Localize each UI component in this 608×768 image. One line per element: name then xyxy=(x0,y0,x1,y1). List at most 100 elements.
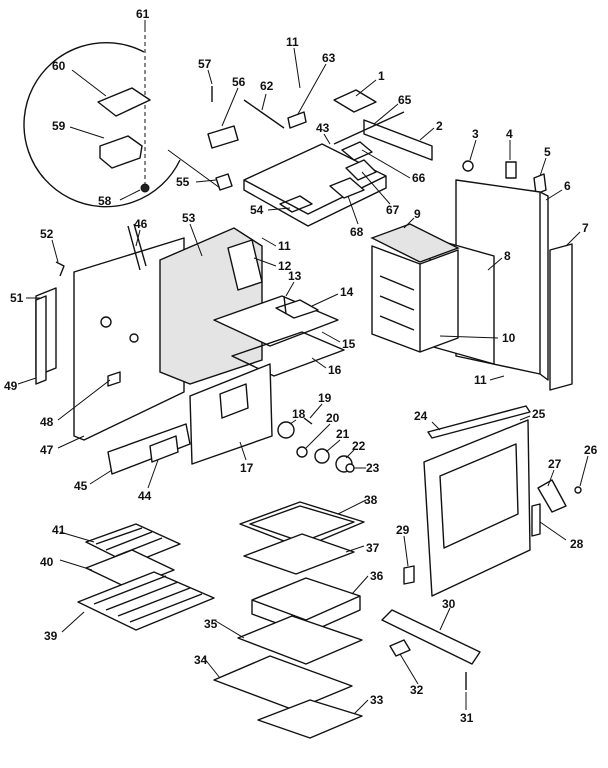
part-62-rod xyxy=(243,99,285,129)
part-17-detail xyxy=(219,383,249,419)
callout-62: 62 xyxy=(260,79,274,93)
callout-48: 48 xyxy=(40,415,54,429)
leader-57 xyxy=(207,69,213,85)
callout-44: 44 xyxy=(138,489,152,503)
leader-54 xyxy=(267,207,291,211)
callout-11a: 11 xyxy=(286,35,299,49)
callout-9: 9 xyxy=(414,207,421,221)
callout-17: 17 xyxy=(240,461,254,475)
part-39-rack xyxy=(77,571,215,631)
leader-30 xyxy=(439,607,451,631)
leader-5 xyxy=(539,157,547,177)
callout-54: 54 xyxy=(250,203,264,217)
leader-40 xyxy=(59,559,93,571)
callout-28: 28 xyxy=(570,537,584,551)
callout-45: 45 xyxy=(74,479,88,493)
callout-65: 65 xyxy=(398,93,412,107)
callout-67: 67 xyxy=(386,203,400,217)
part-44-bracket xyxy=(149,435,179,463)
leader-16 xyxy=(311,357,327,369)
part-55-clip xyxy=(215,173,233,191)
callout-37: 37 xyxy=(366,541,380,555)
callout-35: 35 xyxy=(204,617,218,631)
part-39-bars xyxy=(93,575,203,623)
callout-14: 14 xyxy=(340,285,354,299)
part-9-insulation xyxy=(370,223,460,263)
callout-66: 66 xyxy=(412,171,426,185)
callout-7: 7 xyxy=(582,221,589,235)
callout-33: 33 xyxy=(370,693,384,707)
callout-19: 19 xyxy=(318,391,332,405)
part-34-shield xyxy=(213,655,353,711)
part-27-hinge xyxy=(537,479,567,513)
callout-16: 16 xyxy=(328,363,342,377)
callout-59: 59 xyxy=(52,119,66,133)
part-67-bracket xyxy=(345,159,377,181)
leader-25 xyxy=(519,415,531,421)
leader-27 xyxy=(547,469,555,487)
part-65-rod xyxy=(333,111,405,145)
callout-4: 4 xyxy=(506,127,513,141)
callout-21: 21 xyxy=(336,427,350,441)
part-56-bracket xyxy=(207,125,239,149)
leader-58 xyxy=(119,189,141,201)
part-46-wires xyxy=(127,223,147,271)
callout-58: 58 xyxy=(98,194,112,208)
callout-52: 52 xyxy=(40,227,54,241)
callout-23: 23 xyxy=(366,461,380,475)
callout-39: 39 xyxy=(44,629,58,643)
leader-6 xyxy=(545,189,563,201)
callout-40: 40 xyxy=(40,555,54,569)
part-30-strip xyxy=(381,609,481,665)
callout-18: 18 xyxy=(292,407,306,421)
callout-47: 47 xyxy=(40,443,54,457)
part-6-flange xyxy=(539,191,549,381)
part-1-plate xyxy=(333,89,377,113)
callout-53: 53 xyxy=(182,211,196,225)
part-33-bottom xyxy=(257,699,363,739)
leader-49 xyxy=(17,377,37,385)
leader-1 xyxy=(355,79,377,97)
callout-15: 15 xyxy=(342,337,356,351)
leader-67 xyxy=(361,171,391,205)
part-38-pan xyxy=(239,501,365,549)
leader-24 xyxy=(431,421,441,431)
leader-19 xyxy=(309,403,323,419)
leader-28 xyxy=(539,521,567,541)
leader-66 xyxy=(361,149,411,179)
part-25-window xyxy=(439,443,519,549)
leader-33 xyxy=(353,699,369,715)
callout-30: 30 xyxy=(442,597,456,611)
leader-15 xyxy=(321,331,341,343)
part-47-hole xyxy=(100,316,112,328)
leader-12 xyxy=(253,257,277,267)
callout-26: 26 xyxy=(584,443,598,457)
callout-1: 1 xyxy=(378,69,385,83)
callout-24: 24 xyxy=(414,409,428,423)
leader-35 xyxy=(213,619,245,639)
leader-17 xyxy=(239,441,247,461)
leader-63 xyxy=(297,63,327,115)
leader-37 xyxy=(345,545,365,553)
leader-44 xyxy=(147,459,159,489)
part-68-block xyxy=(329,177,365,199)
leader-32 xyxy=(399,653,419,685)
part-37-insert xyxy=(243,533,355,575)
part-52-wire xyxy=(55,261,65,277)
part-21-knob xyxy=(314,448,330,464)
part-54-opening xyxy=(279,195,313,213)
leader-65 xyxy=(373,103,399,125)
leader-8 xyxy=(487,257,503,271)
callout-57: 57 xyxy=(198,57,212,71)
callout-60: 60 xyxy=(52,59,66,73)
callout-11c: 11 xyxy=(474,373,487,387)
leader-9 xyxy=(403,217,415,229)
part-7-trim xyxy=(549,243,573,391)
part-24-door-trim xyxy=(427,405,531,439)
callout-36: 36 xyxy=(370,569,384,583)
callout-55: 55 xyxy=(176,175,190,189)
callout-11b: 11 xyxy=(278,239,291,253)
part-2-bracket xyxy=(363,119,433,161)
callout-61: 61 xyxy=(136,7,150,21)
